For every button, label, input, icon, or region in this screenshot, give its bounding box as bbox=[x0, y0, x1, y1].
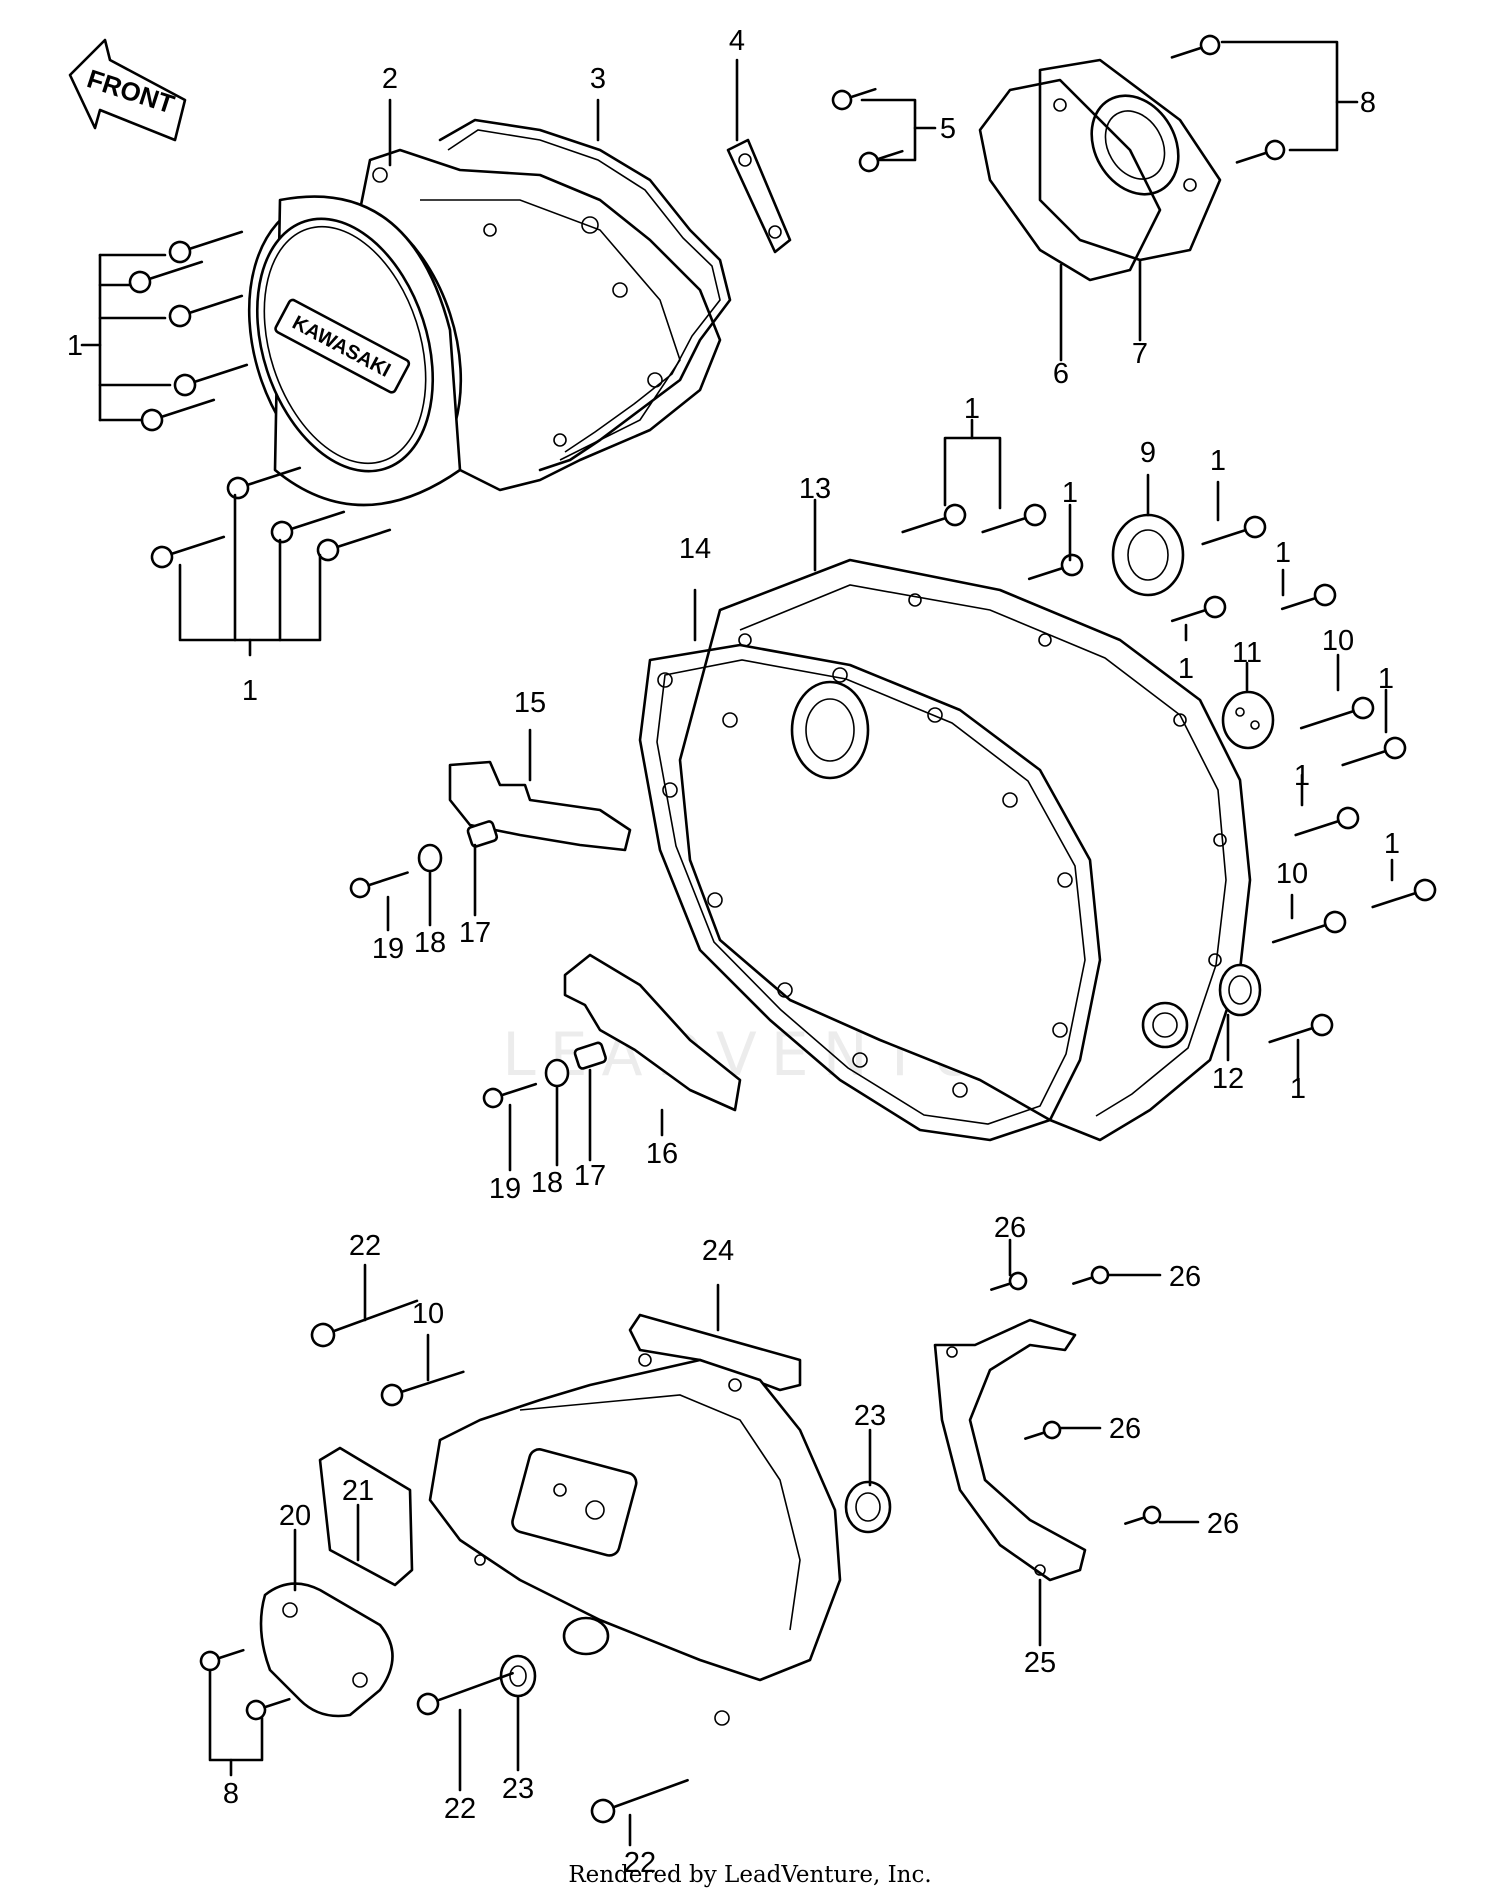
callout-14: 14 bbox=[679, 533, 711, 565]
chain-guide-lower bbox=[563, 953, 742, 1112]
callout-19: 19 bbox=[489, 1173, 521, 1205]
callout-15: 15 bbox=[514, 687, 546, 719]
callout-1: 1 bbox=[1294, 760, 1310, 792]
callout-22: 22 bbox=[349, 1230, 381, 1262]
callout-21: 21 bbox=[342, 1475, 374, 1507]
clutch-gasket bbox=[638, 643, 1102, 1142]
callout-26: 26 bbox=[1109, 1413, 1141, 1445]
callout-26: 26 bbox=[1207, 1508, 1239, 1540]
callout-1: 1 bbox=[1275, 537, 1291, 569]
callout-10: 10 bbox=[1322, 625, 1354, 657]
cover-boss bbox=[790, 680, 870, 780]
callout-1: 1 bbox=[964, 393, 980, 425]
footer-credit: Rendered by LeadVenture, Inc. bbox=[568, 1862, 932, 1888]
chain-cover-plate bbox=[259, 1446, 414, 1718]
callout-13: 13 bbox=[799, 473, 831, 505]
callout-19: 19 bbox=[372, 933, 404, 965]
callout-25: 25 bbox=[1024, 1647, 1056, 1679]
washer-23a bbox=[844, 1480, 892, 1534]
callout-17: 17 bbox=[574, 1160, 606, 1192]
callout-26: 26 bbox=[1169, 1261, 1201, 1293]
callout-1: 1 bbox=[1062, 477, 1078, 509]
callout-12: 12 bbox=[1212, 1063, 1244, 1095]
callout-16: 16 bbox=[646, 1138, 678, 1170]
callout-11: 11 bbox=[1232, 637, 1262, 669]
callout-5: 5 bbox=[940, 113, 956, 145]
bolts bbox=[128, 34, 1437, 1824]
callout-23: 23 bbox=[854, 1400, 886, 1432]
callout-10: 10 bbox=[1276, 858, 1308, 890]
callout-1: 1 bbox=[1384, 828, 1400, 860]
seal-ring bbox=[1218, 963, 1262, 1017]
oil-seal bbox=[1111, 513, 1185, 597]
callout-8: 8 bbox=[223, 1778, 239, 1810]
callout-10: 10 bbox=[412, 1298, 444, 1330]
callout-3: 3 bbox=[590, 63, 606, 95]
washer-23b bbox=[499, 1654, 537, 1698]
pulser-cover bbox=[1038, 58, 1222, 262]
callout-6: 6 bbox=[1053, 358, 1069, 390]
callout-1: 1 bbox=[1378, 663, 1394, 695]
callout-1: 1 bbox=[1210, 445, 1226, 477]
callout-1: 1 bbox=[67, 330, 83, 362]
callout-20: 20 bbox=[279, 1500, 311, 1532]
callout-24: 24 bbox=[702, 1235, 734, 1267]
callout-7: 7 bbox=[1132, 338, 1148, 370]
callout-17: 17 bbox=[459, 917, 491, 949]
callout-1: 1 bbox=[1290, 1073, 1306, 1105]
callout-labels: 1 2 3 4 5 6 7 8 1 1 1 9 1 1 1 13 14 11 1… bbox=[67, 25, 1400, 1879]
callout-1: 1 bbox=[1178, 653, 1194, 685]
generator-gasket bbox=[438, 118, 732, 472]
callout-1: 1 bbox=[242, 675, 258, 707]
leader-lines bbox=[80, 40, 1394, 1847]
generator-cover: KAWASAKI bbox=[247, 148, 722, 507]
oil-level-gauge bbox=[1221, 690, 1275, 750]
callout-2: 2 bbox=[382, 63, 398, 95]
callout-26: 26 bbox=[994, 1212, 1026, 1244]
callout-23: 23 bbox=[502, 1773, 534, 1805]
pulser-gasket bbox=[978, 78, 1162, 282]
callout-8: 8 bbox=[1360, 87, 1376, 119]
chain-cover bbox=[428, 1313, 842, 1726]
chain-cover-bracket bbox=[933, 1318, 1087, 1582]
callout-4: 4 bbox=[729, 25, 745, 57]
callout-22: 22 bbox=[444, 1793, 476, 1825]
callout-9: 9 bbox=[1140, 437, 1156, 469]
cover-plate bbox=[726, 138, 792, 254]
front-arrow: FRONT bbox=[68, 38, 187, 142]
callout-18: 18 bbox=[531, 1167, 563, 1199]
callout-18: 18 bbox=[414, 927, 446, 959]
callout-22: 22 bbox=[624, 1847, 656, 1879]
